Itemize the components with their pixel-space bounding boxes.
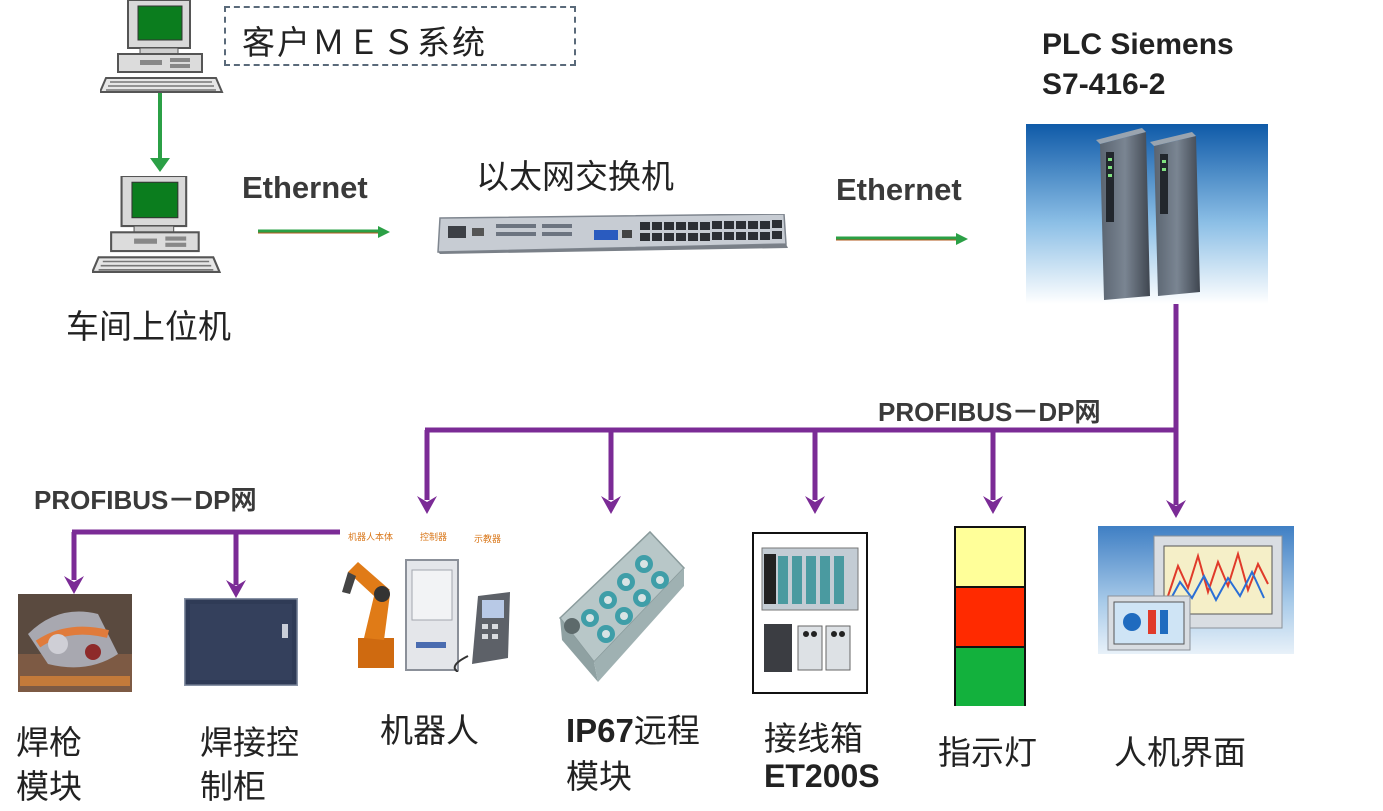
host-label: 车间上位机 xyxy=(66,307,231,346)
ip67-label-rest: 远程 xyxy=(633,711,700,750)
robot-label: 机器人 xyxy=(380,711,479,750)
indicator-light-green xyxy=(956,648,1024,706)
weld-gun-label-line1: 焊枪 xyxy=(16,723,82,762)
junction-box-image xyxy=(752,532,868,694)
ip67-label-line2: 模块 xyxy=(566,757,632,796)
host-computer-icon xyxy=(90,174,222,274)
plc-image xyxy=(1026,124,1268,304)
robot-caption-controller: 控制器 xyxy=(420,533,448,543)
weld-control-cabinet-image xyxy=(184,598,298,686)
weld-control-label-line2: 制柜 xyxy=(200,767,266,806)
weld-gun-label-line2: 模块 xyxy=(16,767,82,806)
profibus-main-label: PROFIBUS－DP网 xyxy=(878,397,1101,427)
indicator-light-red xyxy=(956,588,1024,648)
plc-title-line2: S7-416-2 xyxy=(1042,68,1166,101)
ethernet-switch-image xyxy=(436,213,788,254)
indicator-label: 指示灯 xyxy=(938,733,1037,772)
mes-system-label: 客户ＭＥＳ系统 xyxy=(242,23,487,62)
mes-system-box: 客户ＭＥＳ系统 xyxy=(224,6,576,66)
junction-label-line2: ET200S xyxy=(764,758,880,794)
robot-caption-pendant: 示教器 xyxy=(474,535,502,545)
ip67-label-line1: IP67远程 xyxy=(566,704,700,752)
profibus-arrowheads xyxy=(417,496,1186,518)
weld-gun-image xyxy=(18,594,132,692)
plc-title-line1: PLC Siemens xyxy=(1042,28,1234,61)
ip67-label-prefix: IP67 xyxy=(566,712,634,749)
indicator-light-yellow xyxy=(956,528,1024,588)
junction-label-line1: 接线箱 xyxy=(764,719,863,758)
ethernet-right-label: Ethernet xyxy=(836,172,962,207)
robot-image xyxy=(338,546,518,672)
profibus-left-label: PROFIBUS－DP网 xyxy=(34,485,257,515)
mes-host-arrowhead xyxy=(150,158,170,172)
ethernet-left-label: Ethernet xyxy=(242,170,368,205)
ethernet-left-arrowhead xyxy=(378,226,390,238)
ip67-module-image xyxy=(550,522,686,686)
robot-caption-body: 机器人本体 xyxy=(348,533,394,543)
indicator-light-stack xyxy=(954,526,1026,706)
ethernet-right-arrowhead xyxy=(956,233,968,245)
mes-computer-icon xyxy=(98,0,224,94)
profibus-main-bus xyxy=(424,302,1179,505)
switch-label: 以太网交换机 xyxy=(476,157,674,196)
hmi-image xyxy=(1098,526,1294,654)
profibus-left-bus xyxy=(71,529,340,585)
weld-control-label-line1: 焊接控 xyxy=(200,723,299,762)
hmi-label: 人机界面 xyxy=(1114,733,1246,772)
